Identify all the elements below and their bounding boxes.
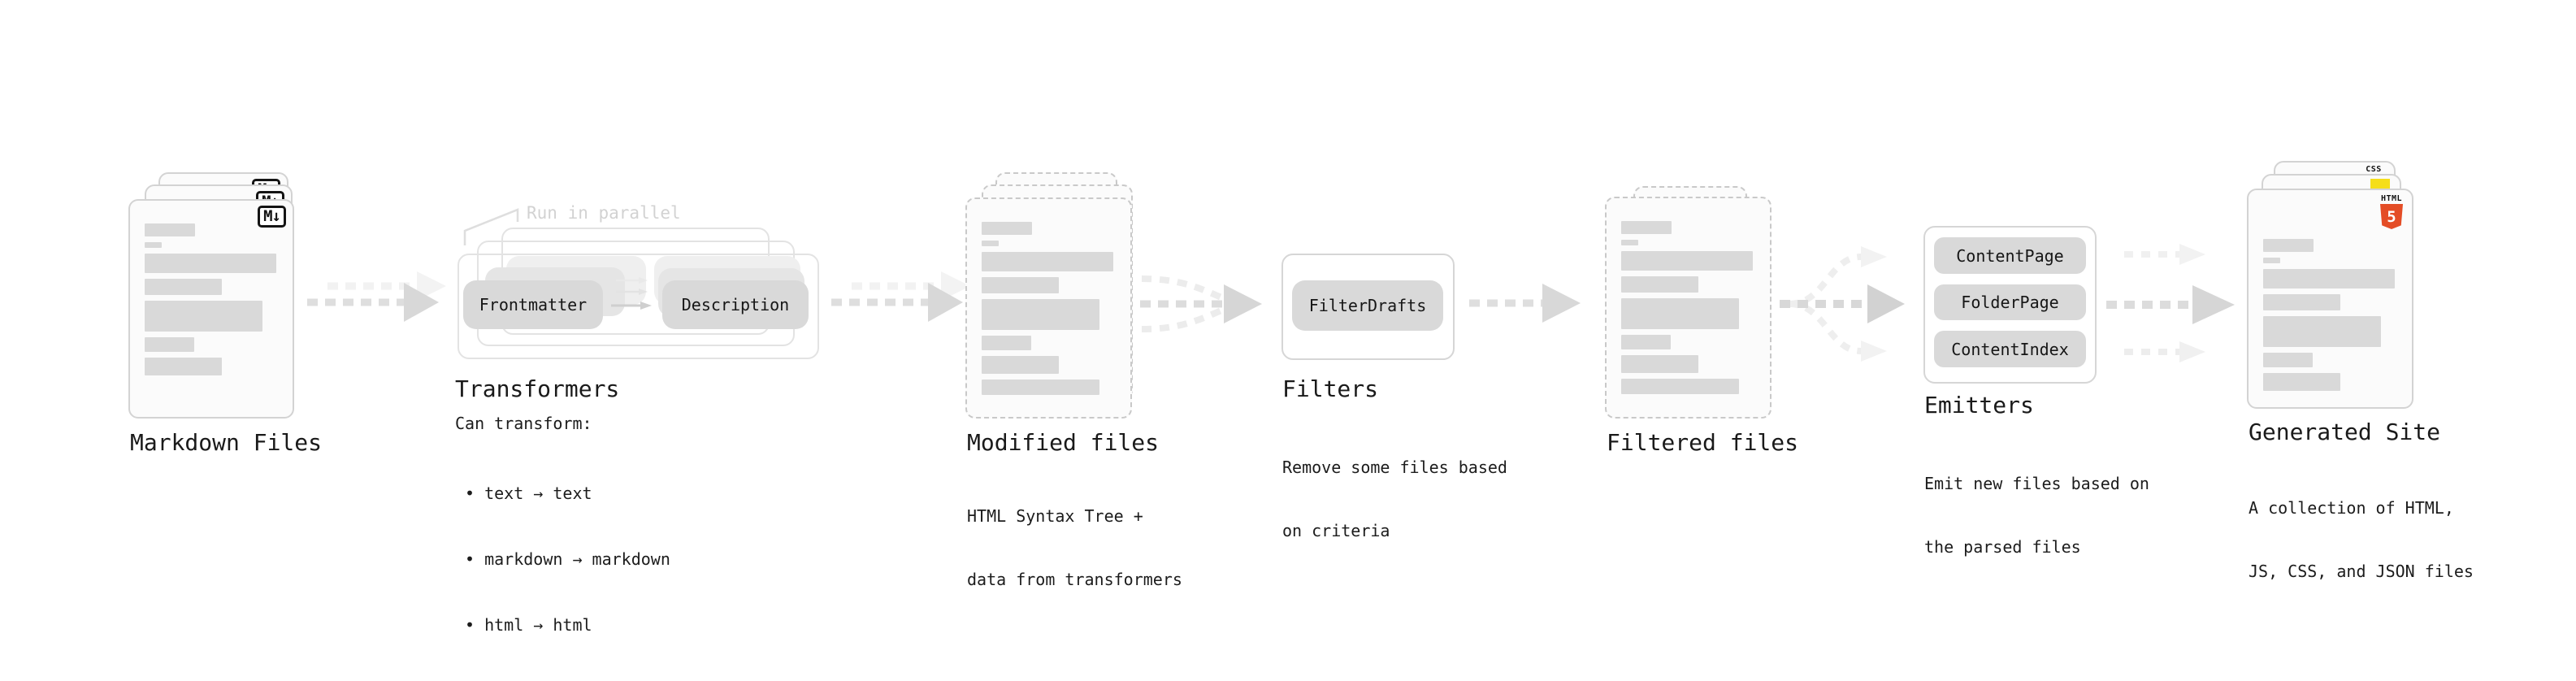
contentpage-step: ContentPage (1934, 237, 2086, 274)
arrow-filters-to-filtered (1469, 284, 1581, 323)
arrow-emitters-to-site (2106, 244, 2235, 362)
arrow-filtered-to-emitters-fanout (1780, 246, 1905, 362)
folderpage-step: FolderPage (1934, 284, 2086, 320)
filtered-card-front (1605, 197, 1772, 419)
frontmatter-step: Frontmatter (463, 280, 603, 329)
generated-site-title: Generated Site (2249, 419, 2441, 445)
emitters-desc: Emit new files based on the parsed files (1924, 474, 2149, 557)
parallel-arrows-icon (611, 277, 652, 310)
document-skeleton (145, 223, 276, 375)
generated-site-desc: A collection of HTML, JS, CSS, and JSON … (2249, 498, 2474, 581)
markdown-icon: M↓ (258, 206, 286, 228)
transformers-title: Transformers (455, 375, 620, 402)
transformer-frame-front (458, 254, 819, 359)
markdown-card-front: M↓ (128, 199, 294, 419)
arrow-markdown-to-transformers (307, 271, 446, 322)
filtered-files-title: Filtered files (1607, 429, 1799, 456)
js-icon (2370, 179, 2390, 189)
emitters-title: Emitters (1924, 392, 2034, 419)
transformers-desc: Can transform: (455, 414, 592, 433)
transformers-bullets: • text → text • markdown → markdown • ht… (465, 439, 670, 680)
filterdrafts-step: FilterDrafts (1292, 280, 1443, 331)
arrow-modified-to-filters-merge (1140, 275, 1262, 332)
contentindex-step: ContentIndex (1934, 331, 2086, 367)
arrow-transformers-to-modified (831, 271, 970, 322)
document-skeleton (1621, 221, 1753, 394)
modified-files-desc: HTML Syntax Tree + data from transformer… (967, 506, 1182, 589)
site-card-front: HTML 5 (2247, 189, 2413, 409)
filters-title: Filters (1282, 375, 1379, 402)
description-step: Description (662, 280, 809, 329)
annotation-leader-line (463, 208, 519, 245)
filters-desc: Remove some files based on criteria (1282, 458, 1507, 540)
markdown-files-title: Markdown Files (130, 429, 323, 456)
html5-icon: HTML 5 (2379, 194, 2404, 229)
modified-card-front (965, 197, 1132, 419)
bullet-text-to-text: • text → text (465, 484, 592, 503)
document-skeleton (982, 222, 1113, 395)
document-skeleton (2263, 239, 2395, 391)
run-in-parallel-label: Run in parallel (527, 203, 681, 223)
modified-files-title: Modified files (967, 429, 1160, 456)
bullet-html-to-html: • html → html (465, 615, 592, 635)
bullet-markdown-to-markdown: • markdown → markdown (465, 549, 670, 569)
